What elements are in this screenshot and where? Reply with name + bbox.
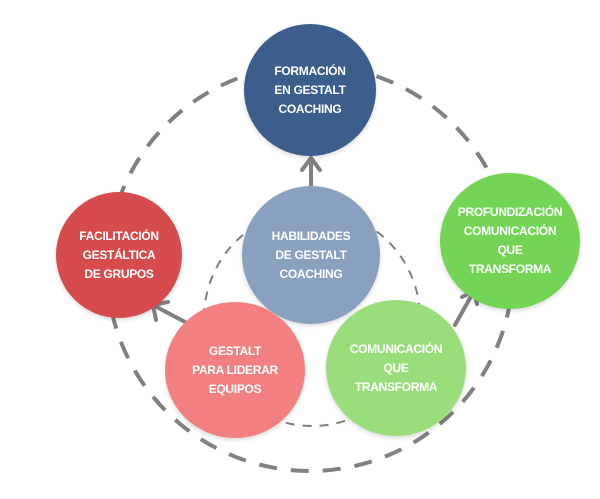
node-label: TRANSFORMA	[354, 379, 438, 394]
node-label: COACHING	[278, 101, 342, 116]
node-label: FORMACIÓN	[274, 63, 346, 78]
node-label: COMUNICACIÓN	[349, 341, 443, 356]
node-label: COACHING	[279, 266, 343, 281]
arrow-bottomleft-to-left	[150, 300, 187, 324]
node-label: EQUIPOS	[208, 381, 262, 396]
node-label: GESTALT	[208, 343, 262, 358]
node-formacion: FORMACIÓN EN GESTALT COACHING	[244, 24, 376, 156]
node-label: DE GESTALT	[275, 247, 347, 262]
node-profundizacion: PROFUNDIZACIÓN COMUNICACIÓN QUE TRANSFORMA	[440, 173, 580, 309]
node-label: FACILITACIÓN	[79, 228, 159, 243]
node-label: EN GESTALT	[274, 82, 346, 97]
node-label: GESTÁLTICA	[82, 247, 156, 262]
node-label: HABILIDADES	[271, 228, 351, 243]
node-comunicacion: COMUNICACIÓN QUE TRANSFORMA	[326, 300, 466, 436]
node-label: DE GRUPOS	[84, 266, 154, 281]
node-label: QUE	[497, 243, 523, 257]
node-label: QUE	[383, 360, 409, 375]
node-gestalt-liderar: GESTALT PARA LIDERAR EQUIPOS	[165, 302, 305, 438]
node-label: PROFUNDIZACIÓN	[457, 205, 563, 219]
node-facilitacion: FACILITACIÓN GESTÁLTICA DE GRUPOS	[56, 192, 182, 318]
node-habilidades: HABILIDADES DE GESTALT COACHING	[242, 186, 380, 324]
arrow-center-to-top	[300, 154, 322, 187]
node-label: COMUNICACIÓN	[463, 224, 557, 238]
node-label: PARA LIDERAR	[192, 362, 278, 377]
node-label: TRANSFORMA	[468, 262, 552, 276]
